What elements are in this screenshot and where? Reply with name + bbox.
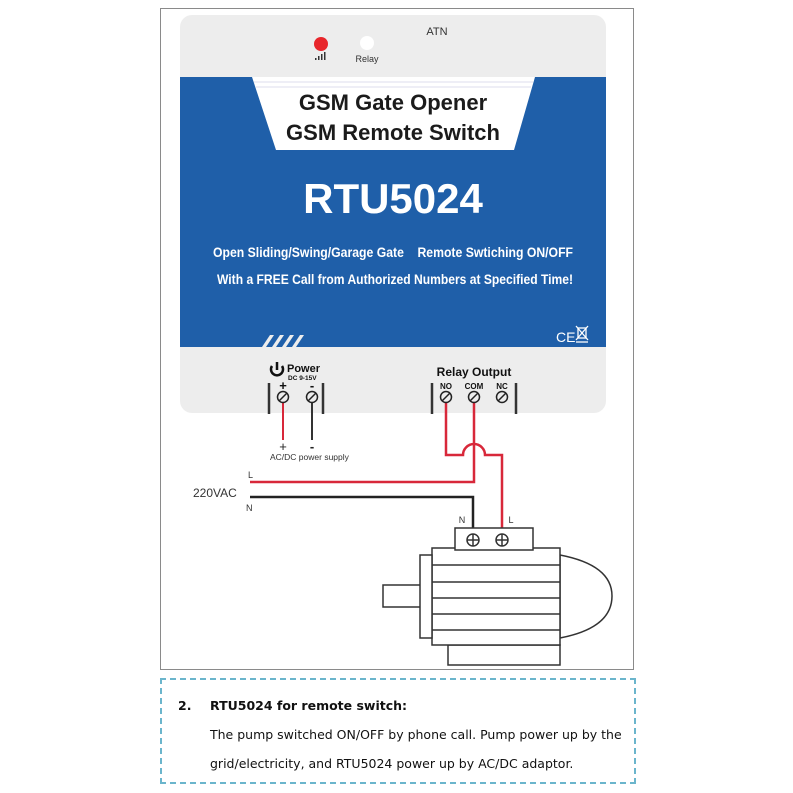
diagram-frame: [160, 8, 634, 670]
note-box: 2. RTU5024 for remote switch: The pump s…: [160, 678, 636, 784]
signal-led: [314, 37, 328, 51]
motor-l-label: L: [508, 515, 513, 525]
title-line1: GSM Gate Opener: [299, 90, 488, 115]
title-banner: [252, 77, 535, 150]
weee-icon: [575, 325, 589, 343]
power-spec: DC 9-15V: [288, 375, 317, 382]
atn-label: ATN: [426, 26, 447, 38]
ce-mark: CE: [556, 329, 575, 345]
power-minus-label: -: [310, 378, 314, 393]
power-plus-label: +: [279, 378, 287, 393]
mains-l-label: L: [248, 470, 253, 480]
mains-n-label: N: [246, 503, 253, 513]
relay-output-label: Relay Output: [437, 365, 512, 379]
power-label: Power: [287, 363, 321, 375]
banner-stripes: [254, 81, 533, 88]
wiring-diagram: Relay ATN GSM Gate Opener GSM Remote Swi…: [180, 15, 613, 666]
screw-terminals: [276, 390, 509, 404]
note-heading: RTU5024 for remote switch:: [210, 698, 408, 713]
terminal-com-label: COM: [465, 382, 484, 391]
wire-neutral: [250, 495, 475, 540]
panel-stripes: [262, 335, 304, 347]
model-name: RTU5024: [303, 175, 483, 222]
relay-led: [360, 36, 374, 50]
tagline1: Open Sliding/Swing/Garage Gate Remote Sw…: [213, 245, 573, 260]
note-line1: The pump switched ON/OFF by phone call. …: [210, 727, 622, 742]
supply-minus: -: [310, 439, 314, 454]
power-icon: [269, 362, 285, 377]
motor-n-label: N: [459, 515, 466, 525]
signal-icon: [315, 52, 326, 60]
wire-line: [250, 398, 476, 484]
tagline2: With a FREE Call from Authorized Numbers…: [217, 272, 573, 287]
note-number: 2.: [178, 698, 192, 713]
terminal-nc-label: NC: [496, 382, 508, 391]
note-line2: grid/electricity, and RTU5024 power up b…: [210, 756, 574, 771]
relay-led-label: Relay: [355, 54, 379, 64]
supply-label: AC/DC power supply: [270, 452, 350, 462]
terminal-no-label: NO: [440, 382, 452, 391]
motor-drawing: [382, 527, 613, 666]
mains-label: 220VAC: [193, 486, 237, 500]
title-line2: GSM Remote Switch: [286, 120, 500, 145]
supply-plus: +: [279, 439, 287, 454]
